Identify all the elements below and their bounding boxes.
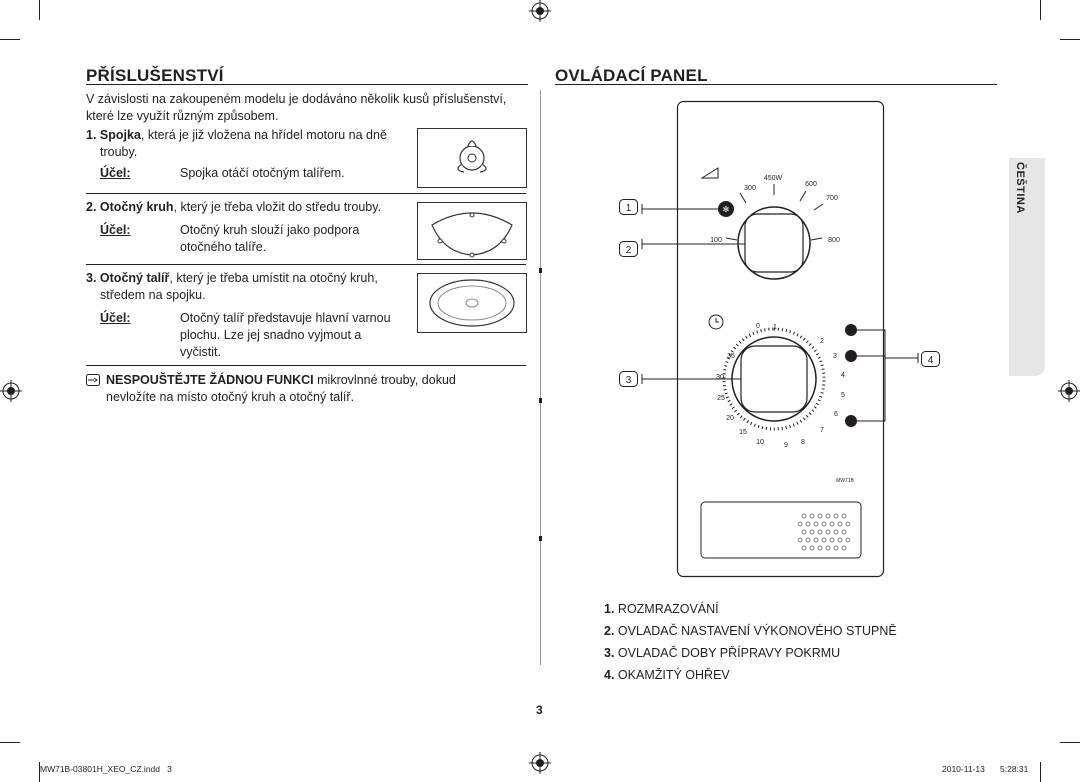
turntable-image — [417, 273, 527, 333]
crop-mark — [1060, 742, 1080, 743]
timer-label: 15 — [739, 429, 747, 436]
timer-label: 30 — [716, 374, 724, 381]
defrost-icon — [718, 201, 734, 217]
timer-label: 9 — [784, 442, 788, 449]
accessories-heading: PŘÍSLUŠENSTVÍ — [86, 66, 224, 85]
control-panel-heading: OVLÁDACÍ PANEL — [555, 66, 708, 85]
timer-label: 10 — [756, 439, 764, 446]
svg-text:✻: ✻ — [723, 205, 730, 214]
registration-mark-icon — [0, 380, 22, 402]
timer-label: 8 — [801, 439, 805, 446]
registration-mark-icon — [1058, 380, 1080, 402]
item-separator — [86, 365, 526, 366]
footer-date: 2010-11-13 — [942, 764, 985, 774]
timer-label: 20 — [726, 415, 734, 422]
divider-tick — [539, 398, 542, 403]
item-separator — [86, 264, 526, 265]
legend-item: 4. OKAMŽITÝ OHŘEV — [604, 668, 730, 682]
power-label-450w: 450W — [764, 175, 783, 182]
timer-label: 35 — [727, 353, 735, 360]
registration-mark-icon — [529, 752, 551, 774]
callout-2: 2 — [626, 245, 632, 256]
quick-reheat-icons — [845, 324, 857, 427]
power-label-700: 700 — [826, 195, 838, 202]
timer-label: 25 — [717, 395, 725, 402]
item-2-description: 2. Otočný kruh, který je třeba vložit do… — [86, 200, 382, 214]
heading-rule — [555, 84, 997, 85]
language-tab — [1009, 158, 1045, 376]
item-1-description: 1. Spojka, která je již vložena na hříde… — [86, 128, 387, 159]
item-3-purpose-label: Účel: — [100, 311, 131, 325]
timer-label: 0 — [756, 323, 760, 330]
legend-item: 2. OVLADAČ NASTAVENÍ VÝKONOVÉHO STUPNĚ — [604, 624, 897, 638]
item-2-purpose-label: Účel: — [100, 223, 131, 237]
callout-3: 3 — [626, 375, 632, 386]
timer-label: 7 — [820, 427, 824, 434]
crop-mark — [39, 0, 40, 20]
roller-ring-icon — [431, 212, 513, 258]
crop-mark — [0, 742, 20, 743]
crop-mark — [39, 762, 40, 782]
power-label-800: 800 — [828, 237, 840, 244]
legend-item: 1. ROZMRAZOVÁNÍ — [604, 602, 719, 616]
timer-label: 3 — [833, 353, 837, 360]
legend-list: 1. ROZMRAZOVÁNÍ 2. OVLADAČ NASTAVENÍ VÝK… — [604, 601, 897, 683]
timer-label: 6 — [834, 411, 838, 418]
item-3-description: 3. Otočný talíř, který je třeba umístit … — [86, 271, 378, 302]
item-1-purpose-text: Spojka otáčí otočným talířem. — [180, 166, 345, 180]
divider-tick — [539, 536, 542, 541]
power-label-300: 300 — [744, 185, 756, 192]
heading-rule — [86, 84, 528, 85]
warning-text: NESPOUŠTĚJTE ŽÁDNOU FUNKCI mikrovlnné tr… — [106, 373, 456, 404]
crop-mark — [1040, 762, 1041, 782]
power-label-100: 100 — [710, 237, 722, 244]
timer-label: 2 — [820, 338, 824, 345]
callout-1: 1 — [626, 203, 632, 214]
model-label: MW71B — [836, 478, 854, 484]
timer-label: 5 — [841, 392, 845, 399]
footer-time: 5:28:31 — [1000, 764, 1029, 774]
callout-4: 4 — [928, 355, 934, 366]
intro-text: V závislosti na zakoupeném modelu je dod… — [86, 92, 507, 123]
control-panel-diagram: ✻ 450W 300 600 700 100 800 0 1 2 3 4 5 6… — [619, 100, 940, 578]
power-label-600: 600 — [805, 181, 817, 188]
pointing-hand-icon — [86, 374, 100, 386]
crop-mark — [1040, 0, 1041, 20]
column-divider — [540, 90, 541, 665]
page-number: 3 — [536, 703, 543, 717]
timer-label: 4 — [841, 372, 845, 379]
registration-mark-icon — [529, 0, 551, 22]
coupler-icon — [457, 140, 487, 173]
footer-filename: MW71B-03801H_XEO_CZ.indd 3 — [40, 764, 172, 774]
item-1-purpose-label: Účel: — [100, 166, 131, 180]
roller-ring-image — [417, 202, 527, 260]
legend-item: 3. OVLADAČ DOBY PŘÍPRAVY POKRMU — [604, 646, 841, 660]
item-separator — [86, 193, 526, 194]
crop-mark — [1060, 39, 1080, 40]
timer-label: 1 — [773, 324, 777, 331]
crop-mark — [0, 39, 20, 40]
divider-tick — [539, 268, 542, 273]
turntable-icon — [429, 279, 515, 327]
coupler-image — [417, 128, 527, 188]
language-tab-label: ČEŠTINA — [1014, 162, 1026, 214]
